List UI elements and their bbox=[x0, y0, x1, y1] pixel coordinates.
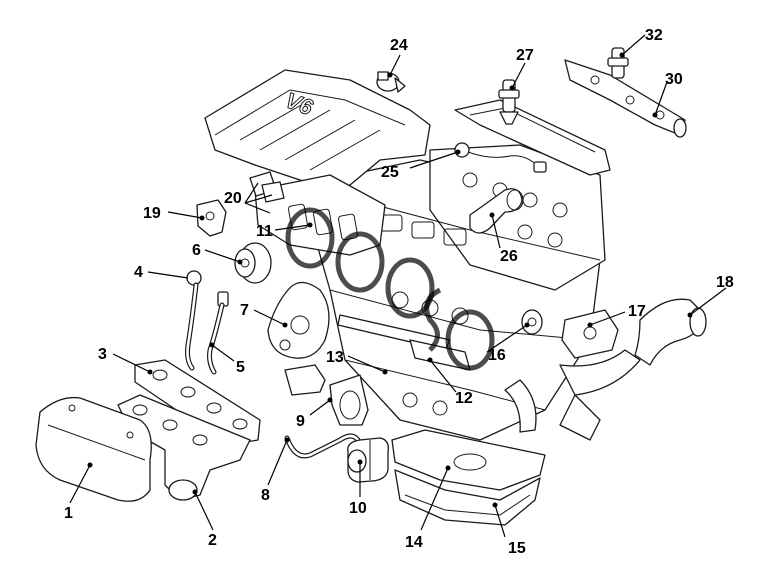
callout-9: 9 bbox=[296, 413, 305, 430]
part-27-injector bbox=[498, 79, 520, 125]
callout-7: 7 bbox=[240, 302, 249, 319]
part-3-exhaust-gasket bbox=[134, 359, 261, 446]
callout-10: 10 bbox=[349, 500, 367, 517]
part-5-dipstick-tube bbox=[207, 291, 229, 375]
part-24-sensor bbox=[376, 71, 406, 93]
part-8-pipe bbox=[284, 433, 361, 459]
callout-4: 4 bbox=[134, 264, 143, 281]
part-10-oil-filter bbox=[347, 437, 389, 483]
callout-labels: 1 2 3 4 5 6 7 8 9 10 11 12 13 14 15 16 1… bbox=[64, 27, 734, 557]
callout-15: 15 bbox=[508, 540, 526, 557]
callout-11: 11 bbox=[256, 223, 273, 240]
part-26-coolant-pipe bbox=[469, 188, 524, 234]
callout-8: 8 bbox=[261, 487, 270, 504]
part-4-dipstick bbox=[185, 270, 202, 371]
callout-19: 19 bbox=[143, 205, 161, 222]
callout-30: 30 bbox=[665, 71, 683, 88]
callout-24: 24 bbox=[390, 37, 408, 54]
callout-17: 17 bbox=[628, 303, 646, 320]
part-16-thermostat bbox=[521, 309, 543, 335]
callout-6: 6 bbox=[192, 242, 201, 259]
callout-25: 25 bbox=[381, 164, 399, 181]
leader-lines bbox=[69, 34, 727, 538]
engine-cover: V6 bbox=[204, 69, 431, 191]
part-7-timing-cover bbox=[267, 281, 330, 359]
callout-13: 13 bbox=[326, 349, 344, 366]
part-14-oil-pan-upper bbox=[391, 429, 546, 491]
part-15-oil-pan bbox=[394, 469, 541, 526]
callout-18: 18 bbox=[716, 274, 734, 291]
watermark bbox=[285, 207, 495, 371]
part-1-heat-shield bbox=[35, 396, 152, 502]
callout-27: 27 bbox=[516, 47, 534, 64]
callout-32: 32 bbox=[645, 27, 663, 44]
coolant-pipe-assembly bbox=[504, 349, 641, 441]
callout-2: 2 bbox=[208, 532, 217, 549]
part-9-oil-filter-housing bbox=[284, 364, 369, 426]
callout-26: 26 bbox=[500, 248, 518, 265]
callout-5: 5 bbox=[236, 359, 245, 376]
callout-3: 3 bbox=[98, 346, 107, 363]
callout-16: 16 bbox=[488, 347, 506, 364]
callout-20: 20 bbox=[224, 190, 242, 207]
callout-14: 14 bbox=[405, 534, 423, 551]
callout-12: 12 bbox=[455, 390, 473, 407]
part-18-coolant-outlet bbox=[634, 298, 707, 366]
part-6-water-pump bbox=[234, 242, 272, 284]
part-2-exhaust-manifold bbox=[117, 394, 251, 501]
part-17-coolant-flange bbox=[561, 309, 619, 359]
part-19-mount bbox=[196, 199, 227, 237]
callout-1: 1 bbox=[64, 505, 73, 522]
